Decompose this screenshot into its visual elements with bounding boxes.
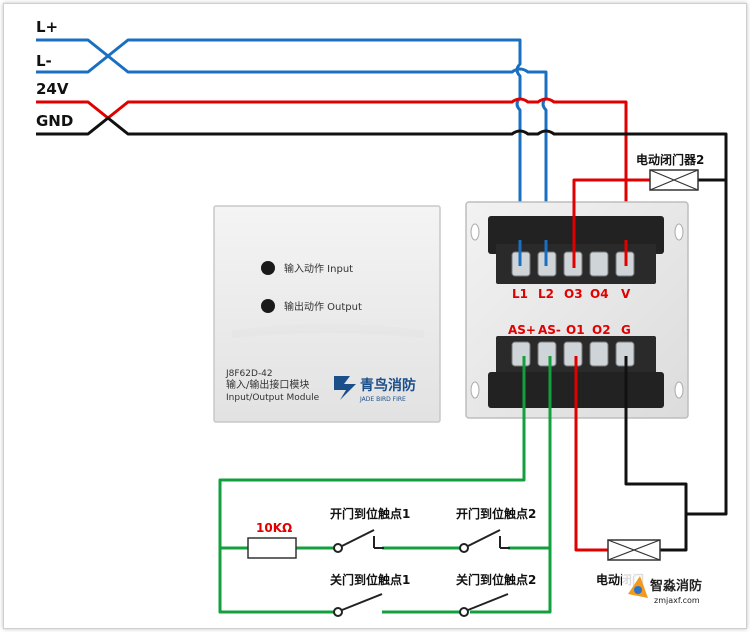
wire-g	[624, 356, 688, 514]
wire-o1	[574, 356, 608, 552]
output-led-icon	[261, 299, 275, 313]
brand-cn: 青鸟消防	[360, 377, 416, 394]
wire-l-minus	[36, 54, 548, 262]
module-name-cn: 输入/输出接口模块	[226, 378, 309, 391]
close-contact-1-label: 关门到位触点1	[330, 572, 410, 587]
wire-o3	[572, 178, 650, 268]
watermark: 智淼消防 zmjaxf.com	[622, 572, 734, 606]
brand-logo-icon	[334, 376, 356, 400]
open-contact-2-label: 开门到位触点2	[456, 506, 536, 521]
led-input-label: 输入动作 Input	[284, 262, 353, 275]
close-contact-1-icon	[333, 607, 343, 617]
terminal-l2: L2	[538, 287, 554, 301]
open-contact-1-icon	[333, 543, 343, 553]
resistor-label: 10KΩ	[256, 521, 292, 535]
watermark-url: zmjaxf.com	[654, 596, 700, 605]
terminal-l1: L1	[512, 287, 528, 301]
open-contact-1-label: 开门到位触点1	[330, 506, 410, 521]
door-closer-2	[649, 169, 699, 191]
bus-label-l-minus: L-	[36, 52, 52, 70]
terminal-as-minus: AS-	[538, 323, 561, 337]
terminal-o3: O3	[564, 287, 583, 301]
module-model: J8F62D-42	[225, 369, 273, 379]
black-gnd-wire	[36, 116, 728, 552]
watermark-text: 智淼消防	[650, 578, 702, 594]
green-loop-wires	[218, 356, 552, 614]
bus-label-gnd: GND	[36, 112, 73, 130]
open-contact-2-icon	[459, 543, 469, 553]
close-contact-2-label: 关门到位触点2	[456, 572, 536, 587]
door-closer-1	[607, 539, 661, 561]
close-contact-2-icon	[459, 607, 469, 617]
terminal-o1: O1	[566, 323, 585, 337]
terminal-v: V	[621, 287, 631, 301]
led-output-label: 输出动作 Output	[284, 300, 362, 313]
bus-label-l-plus: L+	[36, 18, 58, 36]
bus-label-24v: 24V	[36, 80, 69, 98]
resistor-icon	[247, 537, 297, 559]
terminal-o4: O4	[590, 287, 609, 301]
module-name-en: Input/Output Module	[226, 393, 320, 403]
blue-bus-wires	[36, 38, 548, 262]
terminal-o2: O2	[592, 323, 611, 337]
terminal-g: G	[621, 323, 631, 337]
red-24v-wire	[36, 97, 628, 262]
terminal-as-plus: AS+	[508, 323, 536, 337]
door-closer-2-label: 电动闭门器2	[636, 152, 704, 167]
module-panel: 输入动作 Input 输出动作 Output J8F62D-42 输入/输出接口…	[213, 205, 441, 423]
wire-l-plus	[36, 38, 522, 262]
contact-switches	[333, 529, 510, 617]
input-led-icon	[261, 261, 275, 275]
brand-en: JADE BIRD FIRE	[359, 396, 406, 403]
